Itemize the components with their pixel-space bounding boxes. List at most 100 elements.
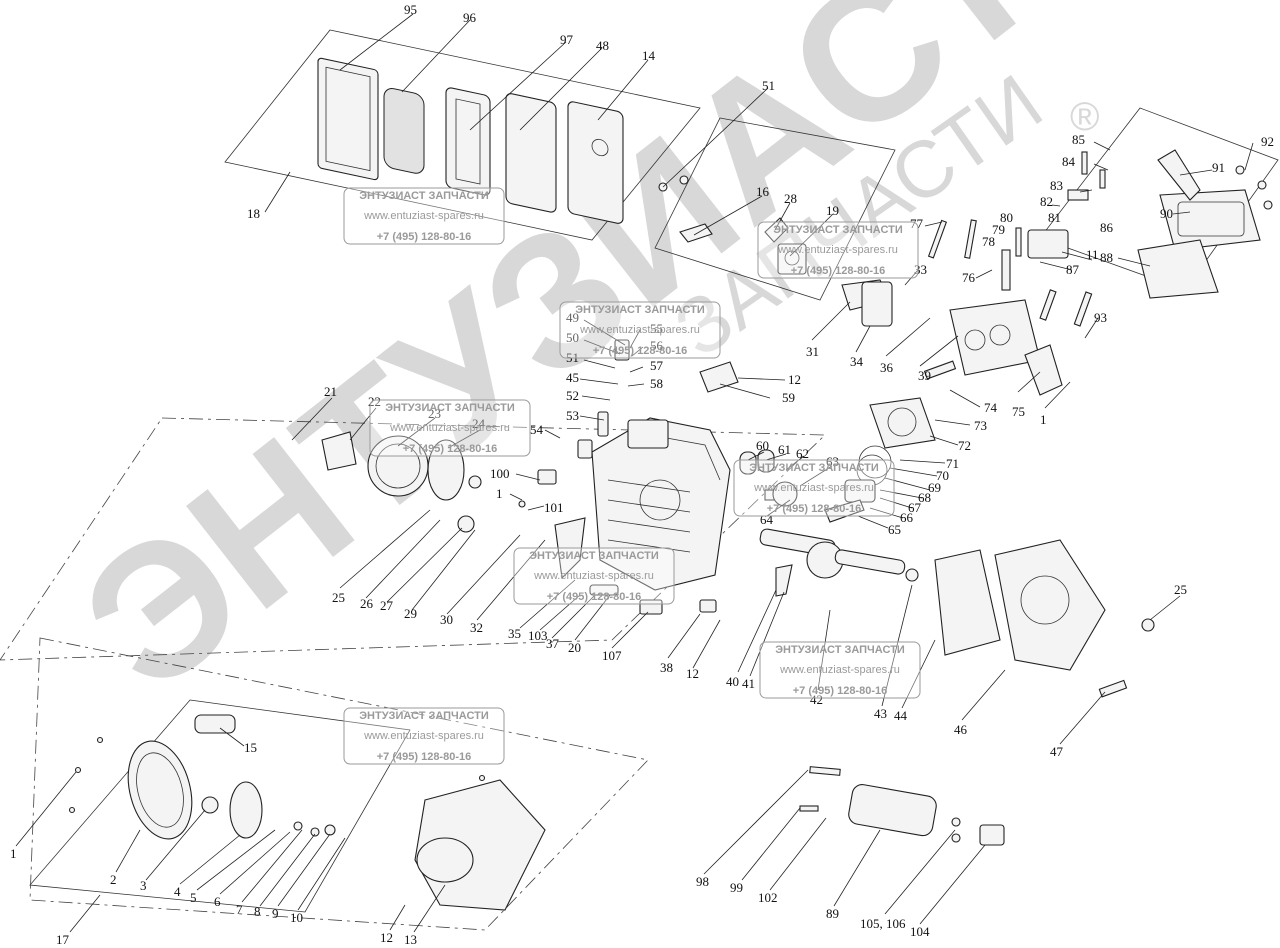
svg-text:www.entuziast-spares.ru: www.entuziast-spares.ru	[363, 210, 484, 222]
callout-label: 38	[660, 660, 673, 675]
callout-label: 61	[778, 442, 791, 457]
callout-label: 7	[236, 902, 243, 917]
callout-label: 90	[1160, 206, 1173, 221]
svg-text:+7 (495) 128-80-16: +7 (495) 128-80-16	[547, 591, 641, 603]
callout-label: 84	[1062, 154, 1076, 169]
callout-label: 1	[496, 486, 503, 501]
callout-label: 3	[140, 878, 147, 893]
callout-label: 78	[982, 234, 995, 249]
svg-text:www.entuziast-spares.ru: www.entuziast-spares.ru	[579, 324, 700, 336]
callout-label: 67	[908, 500, 922, 515]
callout-label: 83	[1050, 178, 1063, 193]
callout-label: 9	[272, 906, 279, 921]
dealer-stamp: ЭНТУЗИАСТ ЗАПЧАСТИ www.entuziast-spares.…	[369, 399, 531, 457]
svg-text:www.entuziast-spares.ru: www.entuziast-spares.ru	[753, 482, 874, 494]
svg-text:+7 (495) 128-80-16: +7 (495) 128-80-16	[791, 265, 885, 277]
callout-label: 99	[730, 880, 743, 895]
callout-label: 45	[566, 370, 579, 385]
callout-label: 105, 106	[860, 916, 906, 931]
callout-label: 88	[1100, 250, 1113, 265]
callout-label: 1	[10, 846, 17, 861]
callout-label: 100	[490, 466, 510, 481]
callout-label: 62	[796, 446, 809, 461]
callout-label: 86	[1100, 220, 1114, 235]
callout-label: 17	[56, 932, 70, 947]
svg-text:ЭНТУЗИАСТ ЗАПЧАСТИ: ЭНТУЗИАСТ ЗАПЧАСТИ	[775, 644, 905, 656]
svg-text:+7 (495) 128-80-16: +7 (495) 128-80-16	[403, 443, 497, 455]
callout-label: 81	[1048, 210, 1061, 225]
callout-label: 101	[544, 500, 564, 515]
callout-label: 69	[928, 480, 941, 495]
callout-label: 57	[650, 358, 664, 373]
callout-label: 52	[566, 388, 579, 403]
callout-label: 26	[360, 596, 374, 611]
dealer-stamp: ЭНТУЗИАСТ ЗАПЧАСТИ www.entuziast-spares.…	[559, 301, 721, 359]
callout-label: 22	[368, 394, 381, 409]
group-frames	[0, 29, 1279, 931]
svg-text:www.entuziast-spares.ru: www.entuziast-spares.ru	[389, 422, 510, 434]
callout-label: 95	[404, 2, 417, 17]
callout-label: 15	[244, 740, 257, 755]
callout-label: 43	[874, 706, 887, 721]
callout-label: 36	[880, 360, 894, 375]
callout-label: 44	[894, 708, 908, 723]
callout-label: 71	[946, 456, 959, 471]
svg-text:ЭНТУЗИАСТ ЗАПЧАСТИ: ЭНТУЗИАСТ ЗАПЧАСТИ	[773, 224, 903, 236]
callout-label: 89	[826, 906, 839, 921]
callout-label: 39	[918, 368, 931, 383]
callout-label: 91	[1212, 160, 1225, 175]
callout-label: 10	[290, 910, 303, 925]
callout-label: 18	[247, 206, 260, 221]
callout-label: 28	[784, 191, 797, 206]
callout-label: 55	[650, 321, 663, 336]
callout-label: 23	[428, 406, 441, 421]
callout-label: 19	[826, 203, 839, 218]
callout-label: 1	[1040, 412, 1047, 427]
callout-label: 13	[404, 932, 417, 947]
svg-text:www.entuziast-spares.ru: www.entuziast-spares.ru	[779, 664, 900, 676]
callout-label: 104	[910, 924, 930, 939]
callout-label: 66	[900, 510, 914, 525]
svg-text:ЭНТУЗИАСТ ЗАПЧАСТИ: ЭНТУЗИАСТ ЗАПЧАСТИ	[749, 462, 879, 474]
callout-label: 37	[546, 636, 560, 651]
callout-label: 58	[650, 376, 663, 391]
dealer-stamp: ЭНТУЗИАСТ ЗАПЧАСТИ www.entuziast-spares.…	[343, 707, 505, 765]
callout-label: 51	[762, 78, 775, 93]
callout-label: 34	[850, 354, 864, 369]
callout-label: 80	[1000, 210, 1013, 225]
callout-label: 79	[992, 222, 1005, 237]
recoil-starter-frame	[29, 699, 411, 913]
svg-text:ЭНТУЗИАСТ ЗАПЧАСТИ: ЭНТУЗИАСТ ЗАПЧАСТИ	[575, 304, 705, 316]
callout-label: 2	[110, 872, 117, 887]
callout-label: 48	[596, 38, 609, 53]
callout-label: 82	[1040, 194, 1053, 209]
svg-text:ЭНТУЗИАСТ ЗАПЧАСТИ: ЭНТУЗИАСТ ЗАПЧАСТИ	[359, 710, 489, 722]
callout-label: 68	[918, 490, 931, 505]
air-filter-frame	[224, 29, 701, 241]
callout-label: 33	[914, 262, 927, 277]
callout-label: 40	[726, 674, 739, 689]
callout-label: 73	[974, 418, 987, 433]
callout-label: 59	[782, 390, 795, 405]
callout-label: 102	[758, 890, 778, 905]
callout-label: 54	[530, 422, 544, 437]
callout-label: 46	[954, 722, 968, 737]
callout-label: 4	[174, 884, 181, 899]
callout-label: 5	[190, 890, 197, 905]
callout-label: 42	[810, 692, 823, 707]
callout-label: 107	[602, 648, 622, 663]
callout-label: 98	[696, 874, 709, 889]
callout-label: 74	[984, 400, 998, 415]
callout-label: 63	[826, 454, 839, 469]
callout-label: 6	[214, 894, 221, 909]
watermark-registered-mark: ®	[1070, 95, 1099, 139]
callout-label: 20	[568, 640, 581, 655]
callout-label: 50	[566, 330, 579, 345]
callout-label: 12	[686, 666, 699, 681]
callout-label: 77	[910, 216, 924, 231]
callout-label: 93	[1094, 310, 1107, 325]
callout-label: 103	[528, 628, 548, 643]
dealer-stamp: ЭНТУЗИАСТ ЗАПЧАСТИ www.entuziast-spares.…	[759, 641, 921, 699]
callout-label: 31	[806, 344, 819, 359]
callout-label: 41	[742, 676, 755, 691]
